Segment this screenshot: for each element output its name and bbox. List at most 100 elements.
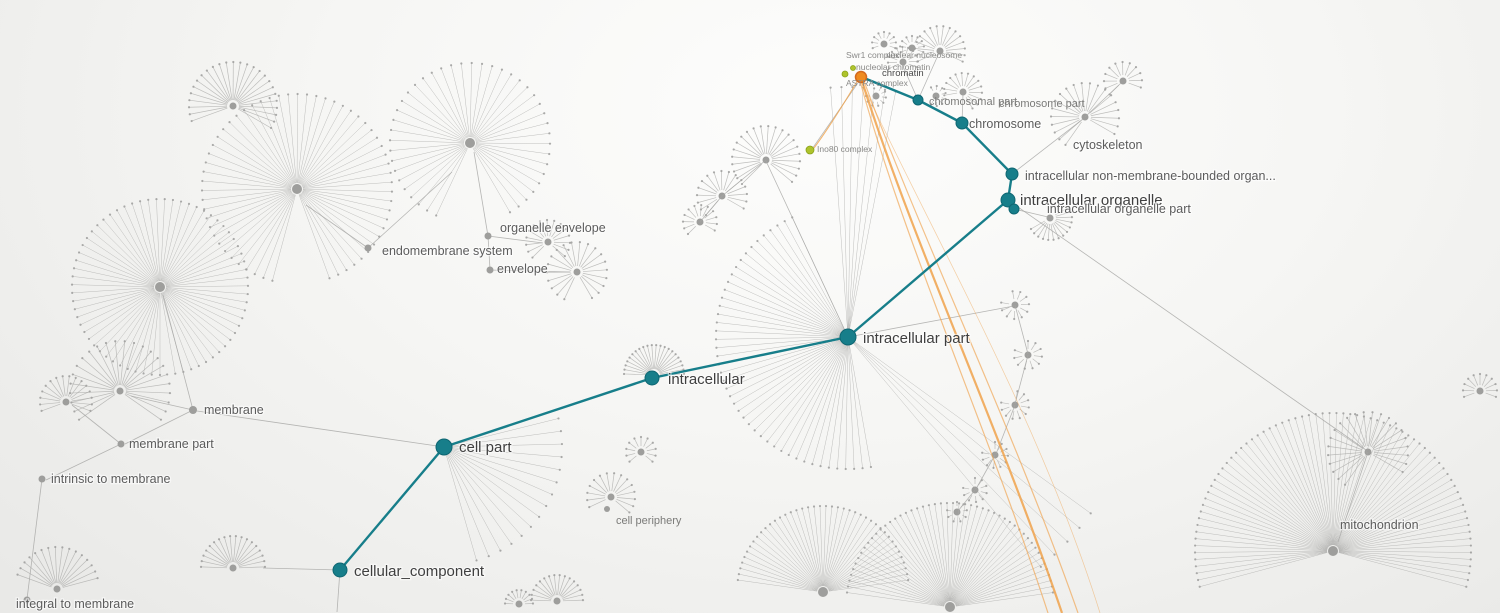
- graph-node-highlighted[interactable]: [912, 94, 924, 106]
- cluster-leaf-node[interactable]: [1034, 546, 1037, 549]
- cluster-leaf-node[interactable]: [1104, 72, 1107, 76]
- node-label[interactable]: integral to membrane: [15, 596, 136, 613]
- cluster-leaf-node[interactable]: [715, 222, 718, 226]
- cluster-leaf-node[interactable]: [848, 579, 851, 582]
- cluster-leaf-node[interactable]: [195, 205, 198, 209]
- cluster-leaf-node[interactable]: [1040, 355, 1044, 358]
- cluster-leaf-node[interactable]: [1221, 467, 1224, 470]
- cluster-leaf-node[interactable]: [1037, 362, 1040, 365]
- cluster-leaf-node[interactable]: [844, 467, 847, 471]
- cluster-fan[interactable]: [871, 30, 897, 50]
- cluster-leaf-node[interactable]: [164, 410, 167, 413]
- cluster-leaf-node[interactable]: [168, 391, 172, 395]
- cluster-leaf-node[interactable]: [546, 122, 549, 125]
- cluster-leaf-node[interactable]: [156, 357, 159, 360]
- cluster-leaf-node[interactable]: [1456, 490, 1459, 494]
- cluster-leaf-node[interactable]: [594, 247, 597, 250]
- cluster-leaf-node[interactable]: [743, 555, 746, 559]
- cluster-leaf-node[interactable]: [531, 256, 534, 259]
- cluster-leaf-node[interactable]: [1490, 377, 1493, 380]
- cluster-leaf-node[interactable]: [1050, 123, 1053, 126]
- cluster-leaf-node[interactable]: [500, 68, 504, 71]
- cluster-leaf-node[interactable]: [642, 345, 645, 349]
- cluster-fan[interactable]: [845, 501, 1055, 612]
- cluster-leaf-node[interactable]: [1108, 66, 1111, 69]
- cluster-leaf-node[interactable]: [1469, 537, 1472, 540]
- cluster-leaf-node[interactable]: [567, 234, 571, 237]
- cluster-center-node[interactable]: [515, 600, 523, 608]
- cluster-leaf-node[interactable]: [1194, 544, 1197, 547]
- cluster-leaf-node[interactable]: [696, 201, 699, 204]
- cluster-fan[interactable]: [943, 71, 984, 110]
- cluster-leaf-node[interactable]: [89, 409, 92, 412]
- cluster-leaf-node[interactable]: [211, 65, 214, 68]
- cluster-leaf-node[interactable]: [1423, 446, 1426, 450]
- cluster-leaf-node[interactable]: [406, 91, 410, 94]
- cluster-leaf-node[interactable]: [1327, 445, 1330, 448]
- cluster-leaf-node[interactable]: [79, 323, 82, 326]
- cluster-leaf-node[interactable]: [545, 218, 549, 222]
- cluster-fan[interactable]: [736, 504, 910, 597]
- cluster-leaf-node[interactable]: [384, 153, 387, 156]
- cluster-leaf-node[interactable]: [947, 515, 950, 519]
- cluster-leaf-node[interactable]: [681, 364, 684, 367]
- cluster-leaf-node[interactable]: [783, 220, 786, 223]
- cluster-leaf-node[interactable]: [123, 205, 126, 208]
- cluster-leaf-node[interactable]: [413, 83, 417, 86]
- cluster-leaf-node[interactable]: [944, 91, 947, 95]
- cluster-leaf-node[interactable]: [372, 243, 376, 246]
- cluster-leaf-node[interactable]: [623, 368, 626, 371]
- cluster-leaf-node[interactable]: [789, 511, 792, 514]
- cluster-leaf-node[interactable]: [268, 96, 271, 100]
- cluster-leaf-node[interactable]: [741, 561, 744, 564]
- cluster-leaf-node[interactable]: [55, 376, 58, 379]
- cluster-leaf-node[interactable]: [651, 441, 654, 444]
- cluster-leaf-node[interactable]: [1428, 451, 1431, 454]
- cluster-leaf-node[interactable]: [887, 535, 890, 538]
- cluster-leaf-node[interactable]: [542, 172, 545, 176]
- cluster-leaf-node[interactable]: [88, 350, 91, 353]
- cluster-leaf-node[interactable]: [744, 252, 748, 255]
- cluster-leaf-node[interactable]: [1287, 419, 1290, 422]
- cluster-leaf-node[interactable]: [773, 519, 777, 522]
- cluster-leaf-node[interactable]: [961, 60, 964, 63]
- cluster-leaf-node[interactable]: [548, 142, 552, 145]
- cluster-leaf-node[interactable]: [719, 371, 723, 374]
- cluster-leaf-node[interactable]: [915, 54, 918, 57]
- cluster-leaf-node[interactable]: [559, 222, 562, 226]
- cluster-leaf-node[interactable]: [333, 100, 336, 103]
- node-label[interactable]: envelope: [496, 261, 549, 278]
- cluster-leaf-node[interactable]: [1349, 412, 1352, 416]
- cluster-leaf-node[interactable]: [511, 590, 514, 593]
- cluster-leaf-node[interactable]: [77, 251, 81, 254]
- graph-node-highlighted[interactable]: [1008, 203, 1020, 215]
- cluster-leaf-node[interactable]: [1362, 411, 1365, 414]
- cluster-leaf-node[interactable]: [716, 312, 720, 316]
- cluster-leaf-node[interactable]: [545, 271, 549, 274]
- cluster-leaf-node[interactable]: [1207, 490, 1210, 494]
- cluster-leaf-node[interactable]: [563, 255, 566, 258]
- cluster-leaf-node[interactable]: [94, 570, 97, 573]
- cluster-leaf-node[interactable]: [1442, 467, 1445, 470]
- cluster-leaf-node[interactable]: [255, 544, 258, 548]
- cluster-leaf-node[interactable]: [271, 86, 274, 89]
- cluster-leaf-node[interactable]: [235, 114, 238, 117]
- cluster-leaf-node[interactable]: [258, 69, 261, 73]
- cluster-leaf-node[interactable]: [218, 350, 221, 354]
- cluster-leaf-node[interactable]: [655, 343, 658, 347]
- cluster-leaf-node[interactable]: [1342, 412, 1345, 415]
- cluster-leaf-node[interactable]: [287, 93, 290, 96]
- cluster-leaf-node[interactable]: [879, 528, 882, 531]
- cluster-leaf-node[interactable]: [935, 84, 938, 88]
- cluster-leaf-node[interactable]: [217, 538, 221, 541]
- cluster-leaf-node[interactable]: [1418, 442, 1421, 445]
- cluster-leaf-node[interactable]: [954, 73, 957, 76]
- cluster-leaf-node[interactable]: [245, 538, 249, 541]
- cluster-leaf-node[interactable]: [510, 73, 513, 76]
- cluster-leaf-node[interactable]: [1104, 87, 1107, 90]
- cluster-leaf-node[interactable]: [910, 509, 913, 512]
- cluster-leaf-node[interactable]: [706, 174, 709, 177]
- cluster-leaf-node[interactable]: [246, 292, 249, 296]
- cluster-center-node[interactable]: [53, 585, 61, 593]
- cluster-leaf-node[interactable]: [246, 63, 249, 66]
